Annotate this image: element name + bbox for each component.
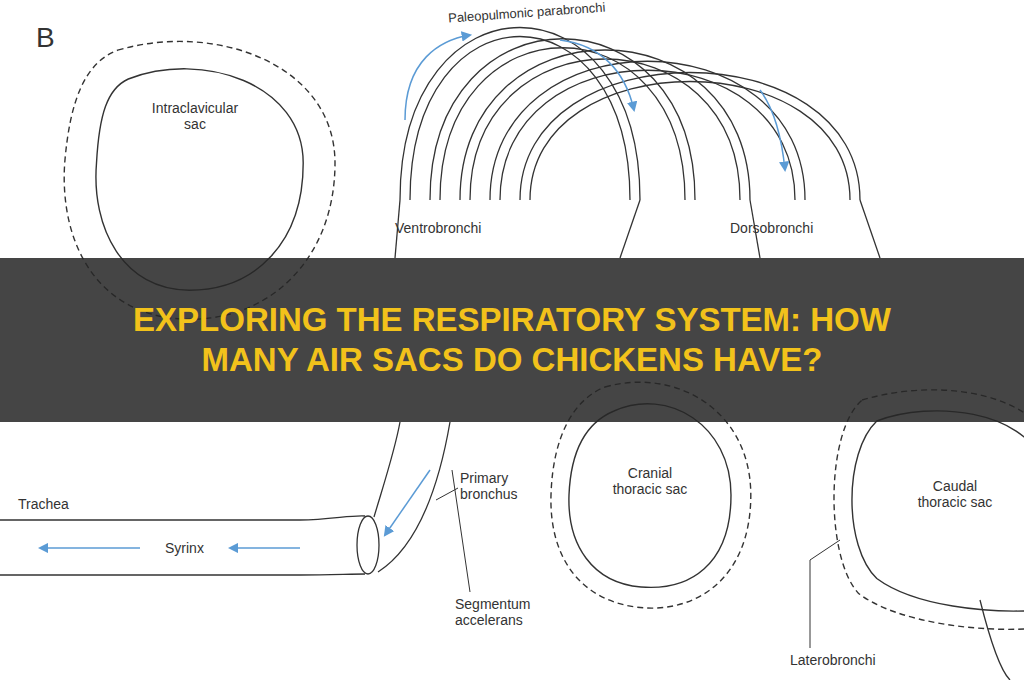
part-label: Trachea [18, 496, 69, 512]
sac-label: Cranial thoracic sac [610, 465, 690, 497]
part-label: Paleopulmonic parabronchi [448, 0, 606, 26]
part-label: Ventrobronchi [395, 220, 481, 236]
part-label: Dorsobronchi [730, 220, 813, 236]
sac-label: Intraclavicular sac [140, 100, 250, 132]
sac-label: Caudal thoracic sac [910, 478, 1000, 510]
part-label: Laterobronchi [790, 652, 876, 668]
part-label: Segmentum accelerans [455, 596, 565, 628]
parabronchi-arcs [400, 28, 860, 201]
panel-letter: B [36, 22, 55, 54]
air-sac: Caudal thoracic sac [840, 400, 1024, 610]
title-banner: EXPLORING THE RESPIRATORY SYSTEM: HOW MA… [0, 258, 1024, 422]
air-sac: Cranial thoracic sac [560, 395, 740, 595]
banner-title: EXPLORING THE RESPIRATORY SYSTEM: HOW MA… [132, 300, 892, 380]
part-label: Primary bronchus [460, 470, 540, 502]
part-label: Syrinx [165, 540, 204, 556]
